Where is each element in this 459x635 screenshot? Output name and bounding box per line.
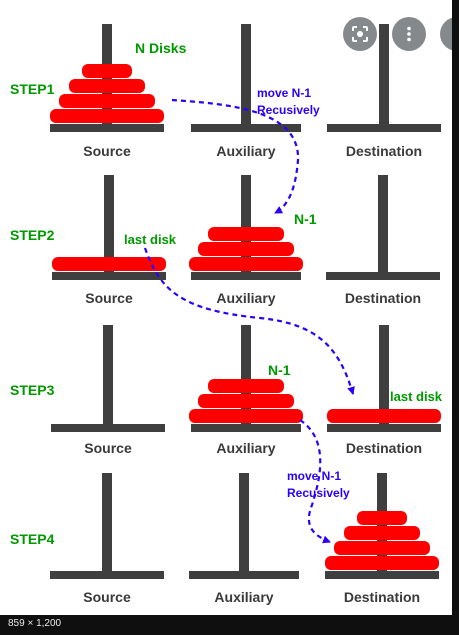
peg-label: Destination: [346, 143, 422, 159]
peg-label: Source: [83, 143, 131, 159]
peg-label: Source: [84, 440, 132, 456]
peg-rod: [239, 473, 249, 575]
peg-label: Auxiliary: [216, 440, 275, 456]
peg-rod: [378, 175, 388, 276]
disk: [208, 379, 284, 393]
peg-label: Source: [83, 589, 131, 605]
peg-rod: [379, 325, 389, 428]
peg-rod: [241, 24, 251, 128]
disk: [344, 526, 420, 540]
peg-base: [189, 571, 299, 579]
peg-base: [327, 424, 441, 432]
annotation-move-n1: move N-1: [287, 469, 341, 483]
disk: [50, 109, 164, 123]
disk: [189, 257, 303, 271]
peg-base: [326, 272, 440, 280]
annotation-n-disks: N Disks: [135, 40, 187, 56]
disk: [208, 227, 284, 241]
peg-base: [191, 424, 301, 432]
annotation-last-disk: last disk: [124, 232, 177, 247]
peg-rod: [379, 24, 389, 128]
disk: [198, 242, 294, 256]
move-arrow: [171, 98, 300, 214]
disk: [327, 409, 441, 423]
disk: [52, 257, 166, 271]
disk: [59, 94, 155, 108]
peg-base: [327, 124, 441, 132]
peg-base: [191, 272, 301, 280]
peg-base: [51, 424, 165, 432]
peg-base: [191, 124, 301, 132]
step-label: STEP1: [10, 81, 55, 97]
peg-label: Destination: [346, 440, 422, 456]
disk: [334, 541, 430, 555]
disk: [69, 79, 145, 93]
next-image-button[interactable]: [440, 17, 452, 51]
lens-icon: [352, 26, 368, 42]
disk: [198, 394, 294, 408]
peg-rod: [102, 473, 112, 575]
annotation-n-minus-1: N-1: [268, 362, 291, 378]
image-dimensions-badge: 859 × 1,200: [8, 618, 62, 629]
peg-rod: [104, 175, 114, 276]
peg-label: Destination: [345, 290, 421, 306]
more-vert-icon: [407, 26, 411, 42]
peg-label: Auxiliary: [216, 143, 275, 159]
peg-rod: [241, 175, 251, 276]
peg-label: Auxiliary: [214, 589, 273, 605]
peg-label: Source: [85, 290, 133, 306]
peg-base: [50, 124, 164, 132]
step-label: STEP4: [10, 531, 55, 547]
peg-rod: [103, 325, 113, 428]
peg-base: [325, 571, 439, 579]
chevron-right-icon: [448, 25, 452, 43]
peg-base: [52, 272, 166, 280]
annotation-last-disk: last disk: [390, 389, 443, 404]
more-options-button[interactable]: [392, 17, 426, 51]
lens-button[interactable]: [343, 17, 377, 51]
peg-label: Auxiliary: [216, 290, 275, 306]
peg-rod: [241, 325, 251, 428]
annotation-move-n1: move N-1: [257, 86, 311, 100]
peg-label: Destination: [344, 589, 420, 605]
annotation-recursively: Recusively: [257, 103, 320, 117]
disk: [325, 556, 439, 570]
step-label: STEP3: [10, 382, 55, 398]
move-arrow: [143, 247, 355, 395]
annotation-n-minus-1: N-1: [294, 211, 317, 227]
disk: [189, 409, 303, 423]
peg-base: [50, 571, 164, 579]
disk: [357, 511, 407, 525]
disk: [82, 64, 132, 78]
annotation-recursively: Recusively: [287, 486, 350, 500]
step-label: STEP2: [10, 227, 55, 243]
